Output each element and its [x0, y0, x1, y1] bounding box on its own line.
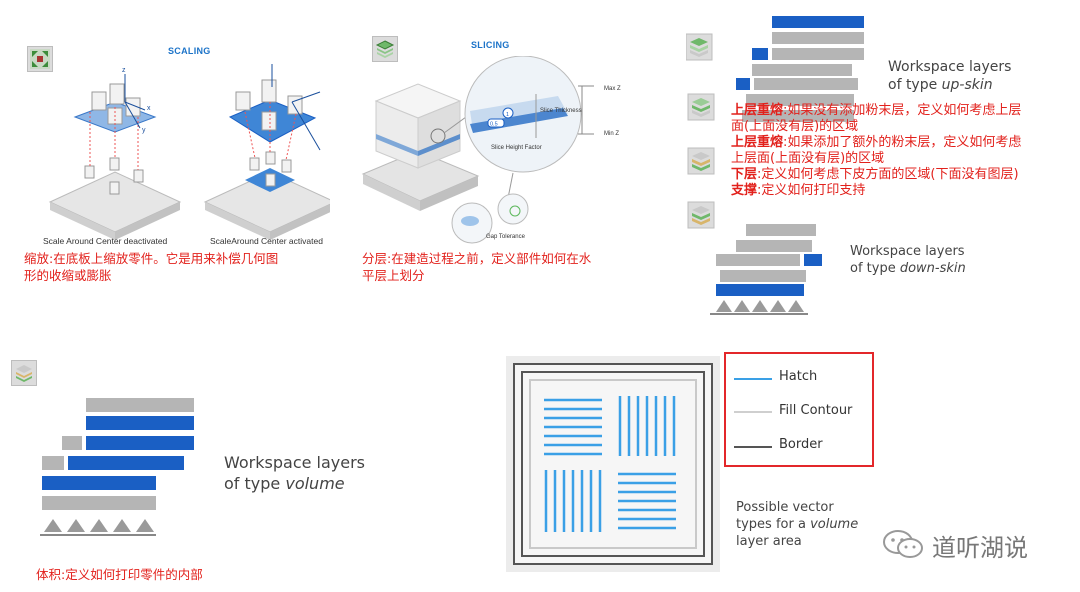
legend-fill-contour: Fill Contour: [779, 403, 853, 418]
legend-border-line: [734, 446, 772, 448]
vector-types-diagram: [506, 356, 720, 572]
layer-explanations: 上层重熔:如果没有添加粉末层，定义如何考虑上层 面(上面没有层)的区域 上层重熔…: [731, 103, 1022, 198]
gap-tolerance-label: Gap Tolerance: [486, 234, 526, 240]
legend-hatch: Hatch: [779, 369, 818, 384]
hatch-lines-horizontal-bottom: [618, 472, 676, 530]
wechat-icon: [883, 530, 923, 558]
slicing-illustration: 1 0.5 Slice Thickness Slice Height Facto…: [361, 56, 621, 244]
caption-scale-deactivated: Scale Around Center deactivated: [43, 236, 168, 246]
min-z-label: Min Z: [604, 131, 619, 137]
hatch-lines-vertical-top: [618, 396, 676, 456]
axis-y: y: [142, 127, 146, 134]
legend-fill-line: [734, 411, 772, 413]
scaling-icon: [27, 46, 53, 72]
volume-layers-diagram: [40, 398, 194, 536]
hatch-lines-vertical-bottom: [544, 470, 602, 532]
layers-icon: [687, 93, 715, 121]
marker-05: 0.5: [490, 122, 498, 128]
hatch-lines-horizontal-top: [544, 398, 602, 456]
layers-icon: [687, 147, 715, 175]
volume-description: 体积:定义如何打印零件的内部: [36, 567, 203, 582]
legend-border: Border: [779, 437, 823, 452]
caption-scale-activated: ScaleAround Center activated: [210, 236, 323, 246]
slice-thickness-label: Slice Thickness: [540, 108, 582, 114]
layers-icon: [11, 360, 37, 386]
skin-layers-diagram: [686, 16, 864, 315]
layers-icon: [686, 33, 713, 61]
slicing-title: SLICING: [471, 40, 510, 50]
downskin-label: Workspace layers of type down-skin: [850, 244, 966, 276]
vector-description: Possible vector types for a volume layer…: [736, 500, 859, 549]
legend-hatch-line: [734, 378, 772, 380]
marker-1: 1: [506, 112, 509, 118]
upskin-label: Workspace layers of type up-skin: [888, 59, 1012, 93]
scaling-title: SCALING: [168, 46, 211, 56]
layers-icon: [687, 201, 715, 229]
slice-height-factor-label: Slice Height Factor: [491, 145, 542, 151]
layers-icon: [372, 36, 398, 62]
volume-label: Workspace layers of type volume: [224, 453, 366, 493]
slicing-description: 分层:在建造过程之前，定义部件如何在水 平层上划分: [362, 251, 592, 283]
watermark-text: 道听湖说: [932, 534, 1028, 562]
axis-z: z: [122, 67, 126, 74]
scaling-description: 缩放:在底板上缩放零件。它是用来补偿几何图 形的收缩或膨胀: [24, 251, 279, 283]
max-z-label: Max Z: [604, 86, 621, 92]
scaling-illustration: z x y: [48, 64, 330, 240]
axis-x: x: [147, 105, 151, 112]
